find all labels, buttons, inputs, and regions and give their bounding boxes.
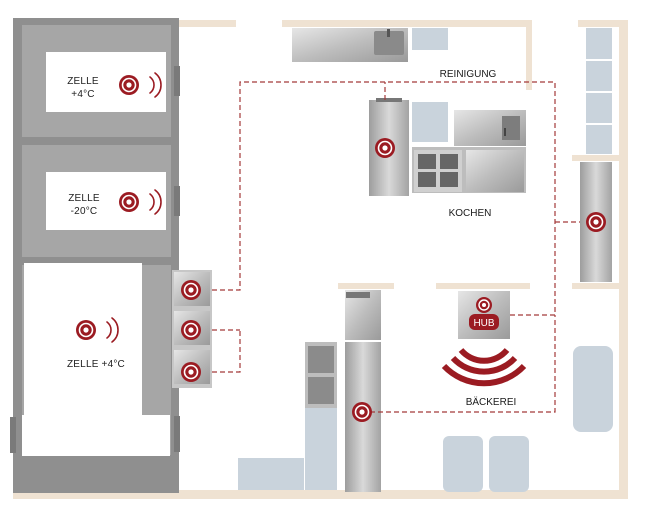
bakery-machine-handle (346, 292, 370, 298)
cell-mid-label-line2: -20°C (71, 206, 98, 217)
table-right (573, 346, 613, 432)
door-handle-mid (174, 186, 180, 216)
counter-cleaning (412, 28, 448, 50)
counter-cooking-upper (412, 102, 448, 142)
sensor-cell-top-icon[interactable] (118, 74, 140, 96)
burner-1 (418, 154, 436, 169)
wall-bottom (13, 490, 628, 499)
cold-storage-block (10, 18, 180, 493)
connection-fridge-3 (212, 330, 241, 373)
bakery-table-2 (489, 436, 529, 492)
cell-top-room (46, 52, 166, 112)
broadcast-waves-icon (441, 347, 527, 387)
cleaning-label: REINIGUNG (440, 69, 497, 80)
sensor-cell-bottom-icon[interactable] (75, 319, 97, 341)
walls (13, 20, 628, 499)
cell-mid-room (46, 172, 166, 230)
wall-right (619, 20, 628, 499)
proofer-door-1 (308, 346, 334, 373)
sensor-right-fridge-icon[interactable] (585, 211, 607, 233)
sensor-fridge-2-icon[interactable] (180, 319, 202, 341)
wall-top-middle (282, 20, 532, 27)
prep-faucet-icon (504, 128, 506, 136)
connection-main (212, 81, 556, 316)
hub-sensor-dot (482, 303, 486, 307)
cell-mid-label-line1: ZELLE (68, 193, 100, 204)
connection-bakery (370, 315, 556, 413)
wall-partition-cleaning (526, 20, 532, 90)
cell-bottom-entry (22, 415, 170, 456)
cell-top-label-line2: +4°C (71, 89, 94, 100)
sensor-connections (212, 81, 580, 413)
burner-4 (440, 172, 458, 187)
right-shelving (573, 28, 613, 432)
door-hinge-left (10, 417, 16, 453)
cell-top-label-line1: ZELLE (67, 76, 99, 87)
wall-bakery-left (338, 283, 394, 289)
sensor-bakery-oven-icon[interactable] (351, 401, 373, 423)
faucet-icon (387, 29, 390, 37)
wave-outer (441, 363, 527, 387)
wall-right-shelf-bottom (572, 283, 628, 289)
cleaning-area (292, 28, 448, 62)
hub-sensor-ring (478, 299, 490, 311)
wave-inner (458, 347, 510, 364)
sensor-fridge-3-icon[interactable] (180, 361, 202, 383)
bakery-table-1 (443, 436, 483, 492)
hub-badge (469, 314, 499, 330)
wall-top-left (176, 20, 236, 27)
cell-bottom-label: ZELLE +4°C (67, 359, 125, 370)
prep-sink (502, 116, 520, 140)
proofer-door-2 (308, 377, 334, 404)
cooking-label: KOCHEN (449, 208, 492, 219)
bakery-counter-left (305, 408, 337, 490)
burner-2 (440, 154, 458, 169)
wave-middle (450, 355, 518, 375)
sensor-fridge-1-icon[interactable] (180, 279, 202, 301)
wall-top-right (578, 20, 628, 27)
bakery-area (238, 290, 529, 492)
wall-bakery-mid (436, 283, 530, 289)
bakery-counter-bottom (238, 458, 304, 490)
bakery-label: BÄCKEREI (466, 396, 517, 408)
sensor-cooking-fridge-icon[interactable] (374, 137, 396, 159)
sensor-cell-mid-icon[interactable] (118, 191, 140, 213)
hub-label: HUB (473, 318, 494, 329)
sink-basin (374, 31, 404, 55)
bakery-machine-top (345, 290, 381, 340)
door-handle-bottom (174, 416, 180, 452)
griddle (466, 150, 524, 192)
tall-fridge-handle (376, 98, 402, 102)
wall-right-shelf-top (572, 155, 628, 161)
hub[interactable]: HUB (458, 291, 510, 339)
burner-3 (418, 172, 436, 187)
door-handle-top (174, 66, 180, 96)
